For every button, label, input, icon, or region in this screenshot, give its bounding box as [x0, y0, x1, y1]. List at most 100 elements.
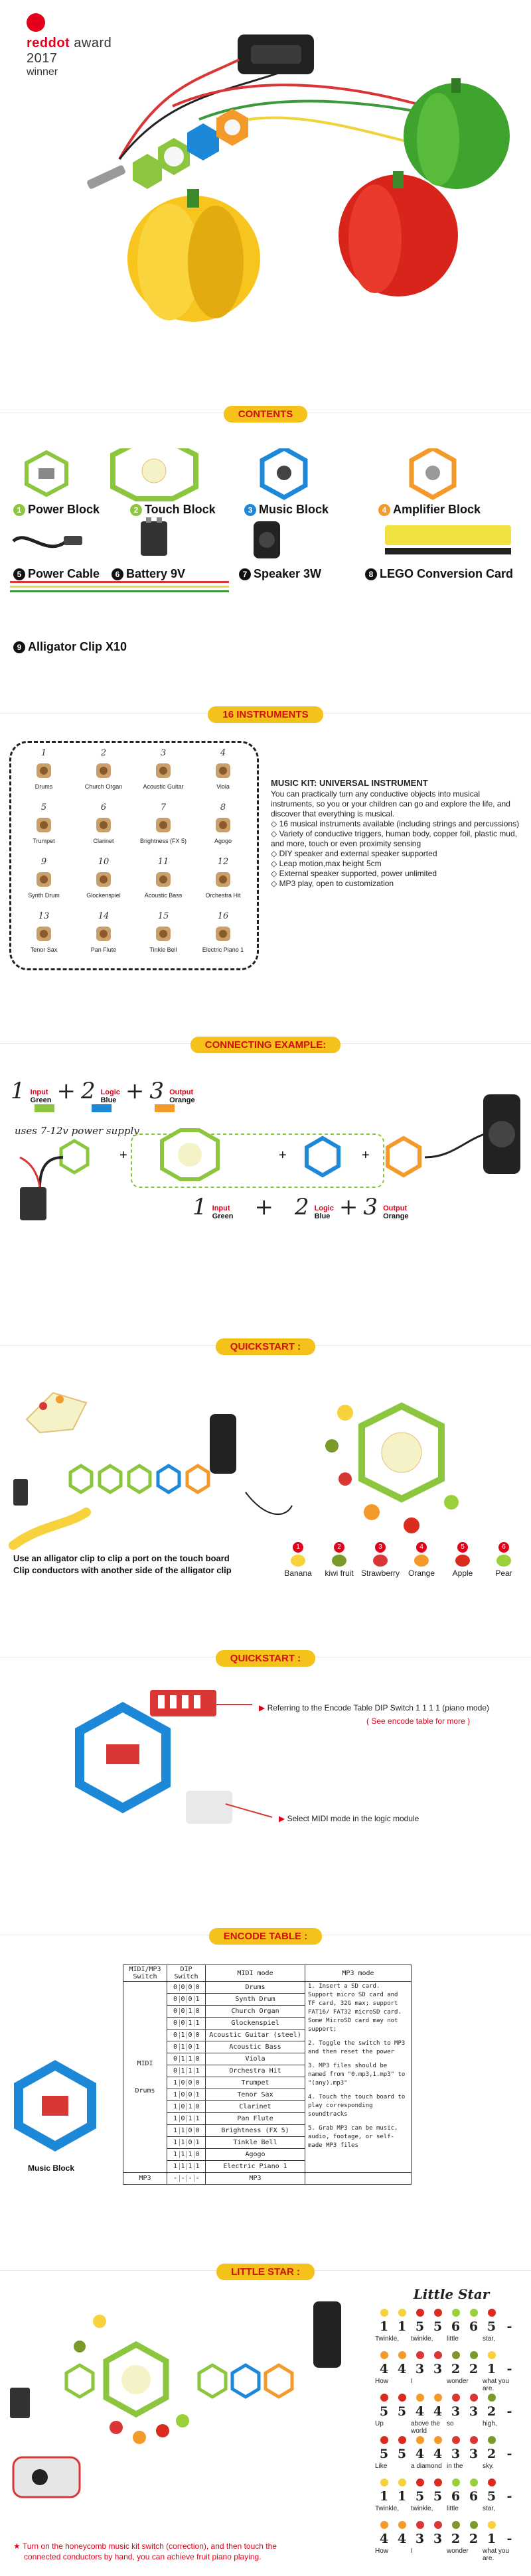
score-lyric: twinkle, [411, 2505, 433, 2512]
instrument-number: 15 [157, 911, 169, 921]
feature-item: ◇ 16 musical instruments available (incl… [271, 819, 520, 828]
score-note: 3 [433, 2362, 443, 2376]
score-note: 1 [397, 2489, 407, 2504]
item-number-badge: 4 [378, 503, 390, 516]
score-note: 4 [433, 2447, 443, 2461]
score-note: 4 [415, 2447, 425, 2461]
svg-text:+: + [279, 1148, 287, 1163]
instrument-label: Clarinet [93, 838, 114, 844]
feature-item: ◇ Leap motion,max height 5cm [271, 859, 382, 868]
instrument-icon [37, 763, 51, 778]
score-note: 4 [415, 2404, 425, 2419]
award-text: award 2017 [27, 36, 112, 66]
score-note: 4 [433, 2404, 443, 2419]
fruit-icon [469, 2309, 478, 2317]
item-label: Amplifier Block [393, 503, 481, 516]
table-header-row: MIDI/MP3 Switch DIP Switch MIDI mode MP3… [123, 1964, 412, 1982]
item-label: Speaker 3W [254, 567, 322, 580]
score-note: 6 [469, 2319, 479, 2334]
score-note: 3 [415, 2362, 425, 2376]
item-number-badge: 8 [365, 568, 377, 580]
score-lyric: above the world [411, 2420, 440, 2435]
instrument-number: 1 [40, 748, 47, 758]
score-note: 2 [469, 2532, 479, 2546]
littlestar-diagram [10, 2301, 341, 2498]
score-note: 6 [451, 2319, 461, 2334]
fruit-icon [451, 2521, 460, 2529]
contents-item-power-cable: 5 Power Cable [13, 567, 100, 581]
instrument-icon [156, 872, 171, 887]
midi-mode-cell: Tenor Sax [205, 2089, 305, 2101]
instrument-number: 8 [220, 803, 226, 812]
fruit-icon [380, 2309, 388, 2317]
column-header: DIP Switch [167, 1964, 206, 1982]
fruit-icon [398, 2394, 406, 2402]
instrument-number: 11 [157, 857, 169, 867]
score-note: 5 [433, 2489, 443, 2504]
midi-mode-cell: Trumpet [205, 2077, 305, 2089]
midi-mode-cell: Acoustic Guitar (steel) [205, 2029, 305, 2041]
littlestar-caption-2: connected conductors by hand, you can ac… [24, 2552, 262, 2561]
instrument-icon [156, 763, 171, 778]
connect-heading: CONNECTING EXAMPLE: [0, 1037, 531, 1053]
fruit-icon [433, 2394, 442, 2402]
midi-mode-cell: Church Organ [205, 2005, 305, 2018]
score-lyric: I [411, 2378, 413, 2385]
fruit-icon [487, 2309, 496, 2317]
music-kit-intro: You can practically turn any conductive … [271, 789, 510, 818]
fruit-label: Orange [408, 1569, 435, 1578]
score-note: 4 [397, 2362, 407, 2376]
score-note: 5 [487, 2489, 496, 2504]
fruit-marker: 4 [416, 1542, 427, 1553]
quickstart2-heading: QUICKSTART : [0, 1650, 531, 1667]
quickstart1-instruction-1: Use an alligator clip to clip a port on … [13, 1553, 230, 1563]
score-note: 6 [451, 2489, 461, 2504]
instrument-label: Acoustic Guitar [143, 783, 184, 790]
fruit-icon [416, 2436, 424, 2444]
fruit-icon [455, 1555, 470, 1567]
score-note: 2 [469, 2362, 479, 2376]
score-lyric: high, [483, 2420, 497, 2427]
fruit-marker: 2 [334, 1542, 344, 1553]
score-note: 3 [469, 2447, 479, 2461]
score-lyric: little [447, 2335, 459, 2343]
score-lyric: Like [375, 2463, 388, 2470]
score-lyric: Twinkle, [375, 2505, 400, 2512]
fruit-icon [416, 2394, 424, 2402]
score-lyric: star, [483, 2335, 495, 2343]
green-swatch [35, 1104, 54, 1112]
fruit-marker: 1 [293, 1542, 303, 1553]
fruit-icon [416, 2351, 424, 2359]
svg-text:+: + [119, 1148, 127, 1163]
score-note: 2 [451, 2362, 461, 2376]
midi-mode-cell: Pan Flute [205, 2112, 305, 2125]
fruit-icon [380, 2351, 388, 2359]
instrument-number: 13 [38, 911, 50, 921]
connect-diagram: + + + [19, 1094, 520, 1220]
instrument-icon [216, 872, 230, 887]
instrument-number: 5 [40, 803, 47, 812]
quickstart2-note-1: ▶ Referring to the Encode Table DIP Swit… [259, 1703, 489, 1712]
instrument-label: Tinkle Bell [149, 946, 177, 953]
midi-mode-cell: Acoustic Bass [205, 2041, 305, 2053]
fruit-icon [416, 2479, 424, 2486]
instrument-icon [216, 818, 230, 832]
fruit-icon [332, 1555, 346, 1567]
feature-item: ◇ MP3 play, open to customization [271, 879, 394, 888]
hero-product-image [87, 34, 510, 322]
score-note: 4 [379, 2362, 389, 2376]
